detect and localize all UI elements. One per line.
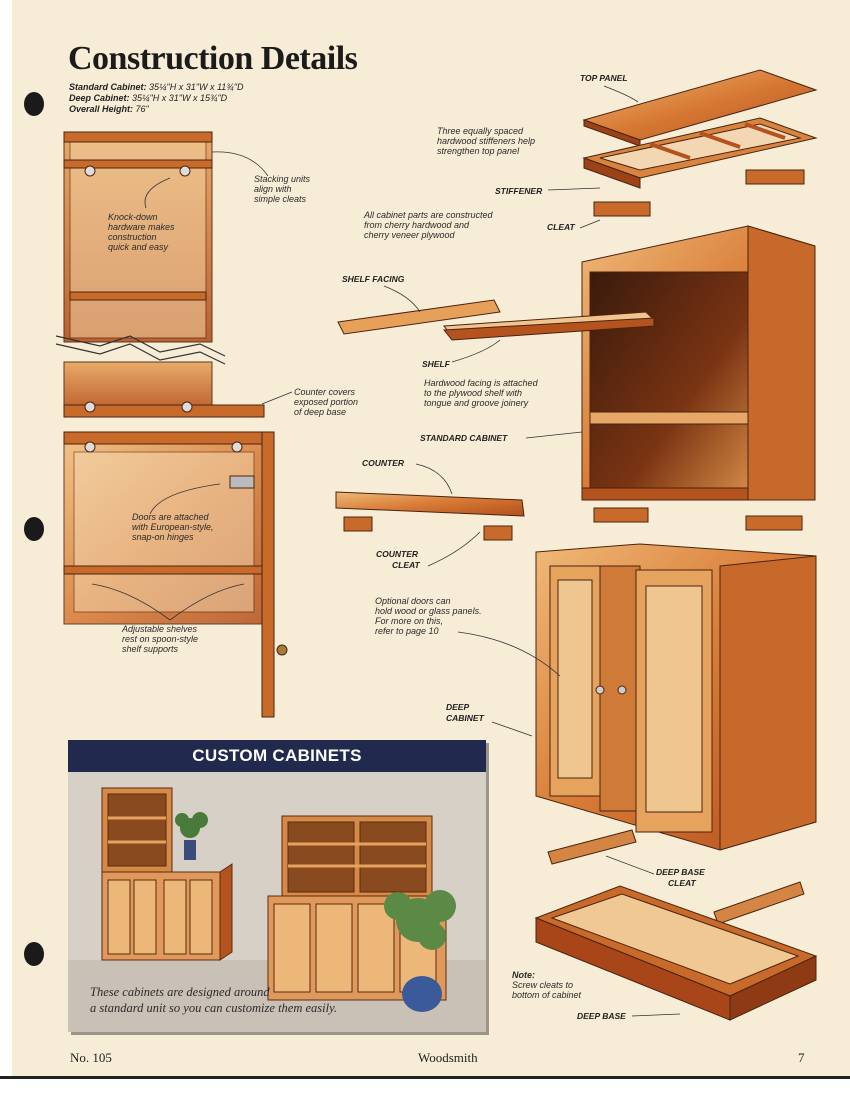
- counter-drawing: [335, 491, 525, 541]
- page-title: Construction Details: [68, 40, 358, 77]
- label-top-panel: TOP PANEL: [580, 73, 628, 83]
- inset-caption: These cabinets are designed around a sta…: [90, 985, 338, 1015]
- binder-hole-top: [24, 92, 44, 116]
- label-counter: COUNTER: [362, 458, 405, 468]
- plant-small: [175, 812, 208, 838]
- label-deep-base: DEEP BASE: [577, 1011, 626, 1021]
- overall-spec-label: Overall Height:: [69, 104, 134, 114]
- label-cleat: CLEAT: [547, 222, 575, 232]
- footer-magazine: Woodsmith: [418, 1050, 478, 1065]
- binder-hole-bottom: [24, 942, 44, 966]
- overall-spec-value: 76": [135, 104, 149, 114]
- standard-spec-value: 35¼"H x 31"W x 11¾"D: [149, 82, 244, 92]
- label-shelf-facing: SHELF FACING: [342, 274, 405, 284]
- binder-hole-middle: [24, 517, 44, 541]
- cabinet-specs: Standard Cabinet: 35¼"H x 31"W x 11¾"D D…: [69, 82, 244, 115]
- label-standard-cabinet: STANDARD CABINET: [420, 433, 508, 443]
- deep-spec-label: Deep Cabinet:: [69, 93, 130, 103]
- deep-base-drawing: [534, 829, 818, 1021]
- inset-heading: CUSTOM CABINETS: [68, 740, 486, 772]
- deep-cabinet-drawing: [535, 543, 817, 851]
- stacked-cabinet-side-view: [55, 131, 288, 718]
- footer-issue: No. 105: [70, 1050, 112, 1065]
- page-bottom-edge: [0, 1076, 850, 1103]
- top-panel-assembly: [582, 69, 818, 217]
- standard-cabinet-drawing: [581, 225, 816, 531]
- plant-large: [384, 890, 456, 950]
- deep-spec-value: 35¼"H x 31"W x 15¾"D: [132, 93, 228, 103]
- label-stiffener: STIFFENER: [495, 186, 543, 196]
- standard-spec-label: Standard Cabinet:: [69, 82, 147, 92]
- inset-illustration: [68, 787, 486, 1032]
- leader-lines: [91, 85, 681, 1017]
- label-shelf: SHELF: [422, 359, 450, 369]
- shelf-drawing: [337, 299, 658, 341]
- footer-page-number: 7: [798, 1050, 805, 1065]
- custom-cabinets-inset: CUSTOM CABINETS: [68, 740, 486, 1032]
